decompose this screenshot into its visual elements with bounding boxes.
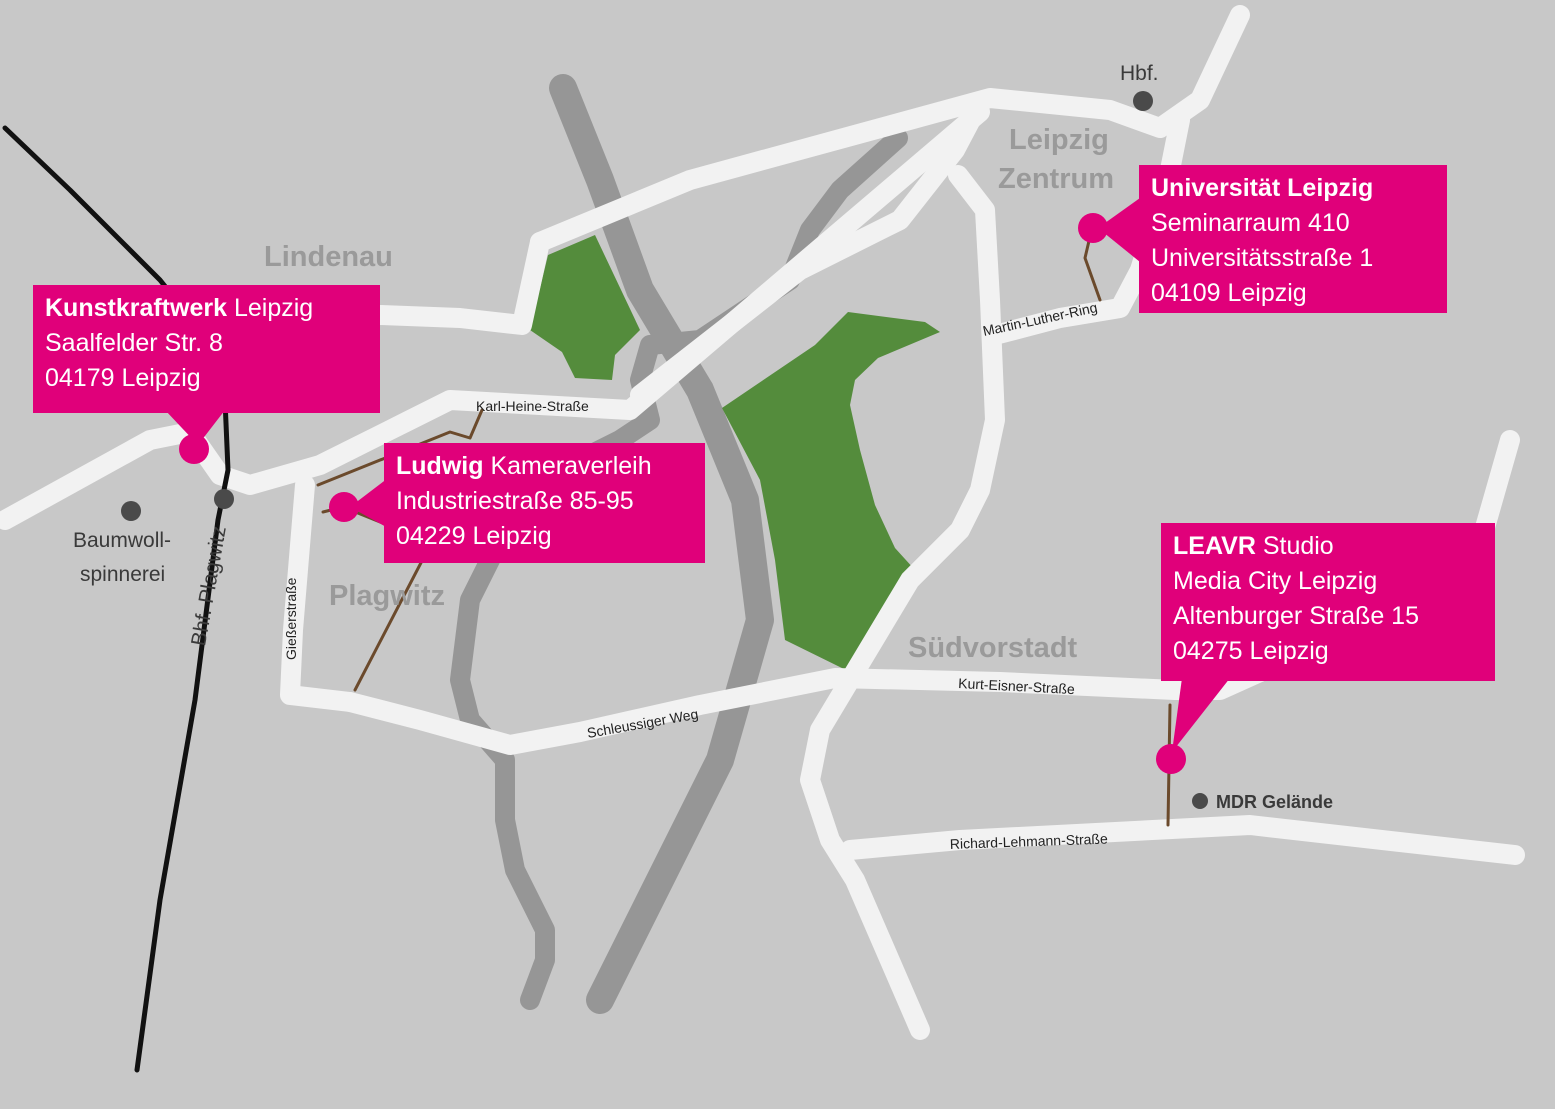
road-west-ring [800, 165, 1005, 1040]
street-karl-heine: Karl-Heine-Straße [476, 398, 589, 414]
leavr-callout[interactable]: LEAVR Studio Media City Leipzig Altenbur… [1161, 523, 1495, 681]
district-suedvorstadt: Südvorstadt [908, 632, 1078, 664]
universitaet-pointer [1098, 198, 1140, 262]
railway-line [2, 125, 231, 1073]
poi-hbf-label: Hbf. [1120, 62, 1159, 85]
kunstkraftwerk-name-suffix: Leipzig [233, 294, 314, 322]
district-zentrum-line1: Leipzig [1009, 124, 1109, 156]
ludwig-callout[interactable]: Ludwig Kameraverleih Industriestraße 85-… [384, 443, 705, 563]
kunstkraftwerk-callout[interactable]: Kunstkraftwerk Leipzig Saalfelder Str. 8… [33, 285, 380, 413]
ludwig-pointer [350, 478, 388, 528]
kunstkraftwerk-pointer [165, 410, 225, 445]
kunstkraftwerk-street: Saalfelder Str. 8 [45, 329, 223, 357]
leavr-pointer [1172, 678, 1230, 752]
poi-bhf-plagwitz-dot[interactable] [214, 489, 234, 509]
leavr-street: Altenburger Straße 15 [1173, 602, 1419, 630]
universitaet-callout[interactable]: Universität Leipzig Seminarraum 410 Univ… [1139, 165, 1447, 313]
road-richard-lehmann [840, 815, 1525, 865]
poi-baumwollspinnerei-label-line1: Baumwoll- [73, 529, 172, 552]
road-karl-heine [0, 102, 990, 530]
street-giesser: Gießerstraße [283, 577, 299, 660]
poi-hbf-dot[interactable] [1133, 91, 1153, 111]
district-lindenau: Lindenau [264, 241, 393, 273]
leavr-name-suffix: Studio [1262, 532, 1334, 560]
road-lindenau [370, 232, 550, 335]
leavr-name: LEAVR [1173, 532, 1256, 560]
ludwig-name-suffix: Kameraverleih [490, 452, 652, 480]
road-giesser [280, 475, 360, 712]
kunstkraftwerk-pin[interactable] [179, 434, 209, 464]
poi-mdr-dot[interactable] [1192, 793, 1208, 809]
ludwig-city: 04229 Leipzig [396, 522, 552, 550]
ludwig-street: Industriestraße 85-95 [396, 487, 634, 515]
ludwig-pin[interactable] [329, 492, 359, 522]
poi-baumwollspinnerei-dot[interactable] [121, 501, 141, 521]
district-plagwitz: Plagwitz [329, 580, 446, 612]
poi-baumwollspinnerei-label-line2: spinnerei [80, 563, 166, 586]
street-kurt-eisner: Kurt-Eisner-Straße [958, 675, 1076, 697]
universitaet-name: Universität Leipzig [1151, 174, 1374, 202]
street-richard-lehmann: Richard-Lehmann-Straße [950, 830, 1109, 852]
road-north [530, 5, 1250, 252]
kunstkraftwerk-name: Kunstkraftwerk [45, 294, 227, 322]
district-zentrum-line2: Zentrum [998, 163, 1114, 195]
universitaet-room: Seminarraum 410 [1151, 209, 1350, 237]
ludwig-name: Ludwig [396, 452, 484, 480]
leavr-city: 04275 Leipzig [1173, 637, 1329, 665]
universitaet-city: 04109 Leipzig [1151, 279, 1307, 307]
kunstkraftwerk-city: 04179 Leipzig [45, 364, 201, 392]
road-to-zentrum [630, 102, 985, 405]
park-clara-zetkin [722, 312, 940, 672]
park-lindenau [530, 235, 640, 380]
leavr-pin[interactable] [1156, 744, 1186, 774]
poi-mdr-label: MDR Gelände [1216, 792, 1334, 812]
park-layer [530, 235, 940, 672]
universitaet-street: Universitätsstraße 1 [1151, 244, 1374, 272]
leavr-venue: Media City Leipzig [1173, 567, 1378, 595]
universitaet-pin[interactable] [1078, 213, 1108, 243]
